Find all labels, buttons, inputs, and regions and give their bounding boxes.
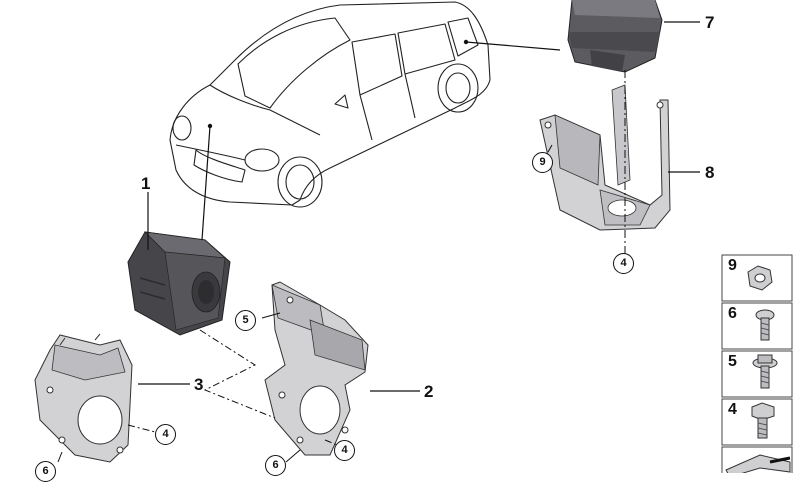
callout-9-circle: 9: [532, 152, 553, 173]
bracket-2: [264, 281, 369, 456]
callout-4-circle-left: 4: [155, 424, 176, 445]
callout-8: 8: [705, 163, 715, 182]
callout-6-circle-left: 6: [35, 461, 56, 482]
bracket-3: [34, 333, 133, 463]
fastener-num-4: 4: [728, 401, 737, 418]
hex-nut-icon: [747, 265, 773, 291]
callout-4-circle-mid: 4: [334, 440, 355, 461]
clip-icon: [725, 454, 791, 473]
washer-screw-icon: [752, 354, 778, 389]
callout-7: 7: [705, 13, 715, 32]
callout-5-circle: 5: [235, 310, 256, 331]
callout-3: 3: [194, 375, 204, 394]
bracket-8: [539, 84, 671, 231]
control-module-7: [567, 0, 663, 73]
torx-screw-icon: [755, 309, 775, 341]
fastener-num-5: 5: [728, 353, 737, 370]
callout-2: 2: [424, 382, 434, 401]
fastener-num-6: 6: [728, 305, 737, 322]
hex-bolt-icon: [751, 402, 775, 439]
callout-1: 1: [141, 174, 151, 193]
fastener-num-9: 9: [728, 257, 737, 274]
control-module-1: [127, 231, 231, 336]
fasteners-panel: [721, 254, 793, 473]
car-outline: [169, 1, 491, 208]
callout-4-circle-top: 4: [613, 253, 634, 274]
